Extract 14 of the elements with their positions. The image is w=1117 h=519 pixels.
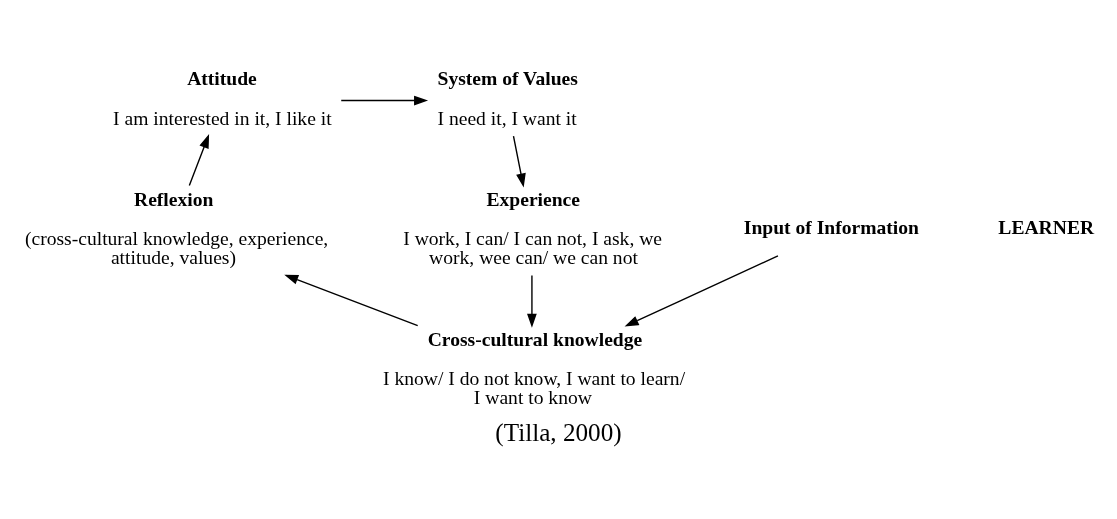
caption: (Tilla, 2000) bbox=[495, 418, 622, 446]
label: LEARNER bbox=[998, 216, 1095, 238]
arrow bbox=[284, 274, 419, 326]
arrow bbox=[512, 134, 526, 187]
node-text: Experience I work, I can/ I can not, I ask, we work, wee can/ we can not bbox=[403, 188, 663, 268]
arrow bbox=[624, 254, 779, 326]
node-text: Attitude I am interested in it, I like it bbox=[113, 67, 332, 129]
arrow bbox=[188, 133, 210, 186]
node-text: System of Values I need it, I want it bbox=[437, 67, 578, 129]
node-text: Cross-cultural knowledge I know/ I do not know, I want to learn/ I want to know bbox=[382, 328, 686, 408]
node-text: Input of Information bbox=[743, 216, 919, 238]
arrow bbox=[340, 95, 429, 105]
arrow bbox=[527, 274, 537, 328]
node-text: Reflexion (cross-cultural knowledge, experience, attitude, values) bbox=[24, 188, 329, 268]
